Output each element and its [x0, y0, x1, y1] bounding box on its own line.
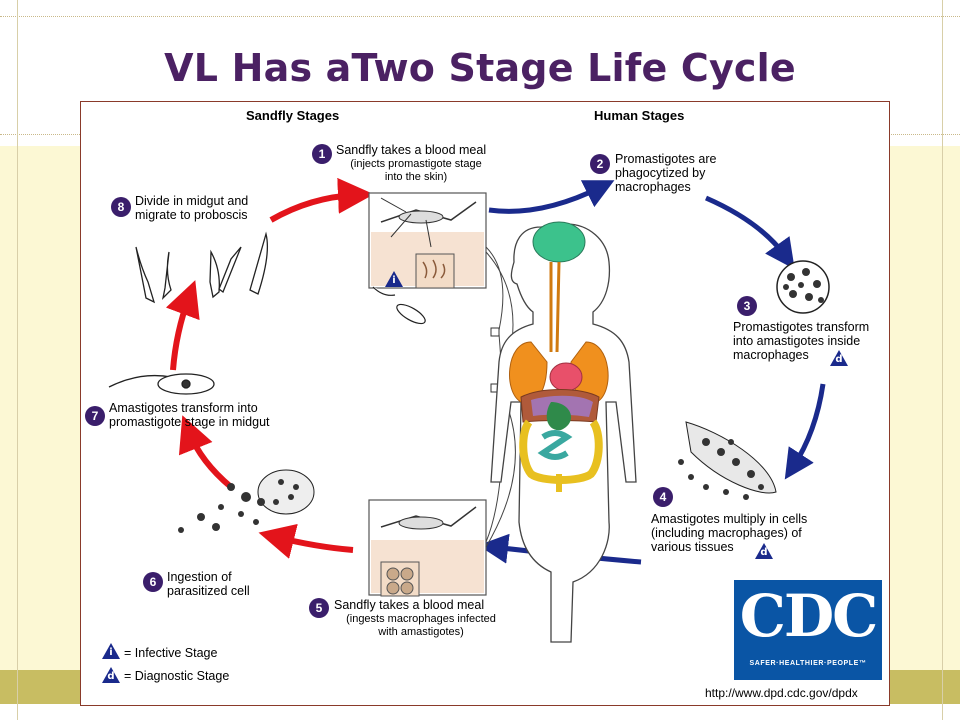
arrow-6-to-7: [178, 415, 233, 490]
source-url: http://www.dpd.cdc.gov/dpdx: [705, 686, 858, 700]
step-2-line-1: Promastigotes are: [615, 152, 717, 166]
legend-diagnostic-letter: d: [107, 671, 115, 682]
step-5-detail-1: (ingests macrophages infected: [346, 613, 496, 625]
step-1-detail-2: into the skin): [384, 171, 448, 183]
step-4-line-3: various tissues: [651, 540, 734, 554]
legend-infective-label: = Infective Stage: [124, 646, 218, 660]
step-4-line-1: Amastigotes multiply in cells: [651, 512, 808, 526]
sandfly-feeding-panel-bottom: [368, 499, 487, 597]
step-7-line-1: Amastigotes transform into: [109, 401, 258, 415]
human-stages-heading: Human Stages: [594, 108, 685, 123]
step-2-line-3: macrophages: [615, 180, 691, 194]
arrow-7-to-8: [165, 280, 200, 371]
legend-infective-icon: i: [101, 642, 121, 660]
step-1-infective-letter: i: [392, 275, 396, 286]
step-1-infective-marker: i: [384, 270, 404, 288]
slide-title: VL Has aTwo Stage Life Cycle: [164, 46, 796, 90]
sandfly-feeding-panel-top: [368, 192, 487, 289]
cdc-logo-text: CDC: [739, 582, 879, 650]
infected-tissue-illustration: [678, 421, 777, 500]
step-1-detail-1: (injects promastigote stage: [350, 158, 482, 170]
sandfly-stages-heading: Sandfly Stages: [246, 108, 340, 123]
step-1-title: Sandfly takes a blood meal: [336, 143, 487, 157]
step-6-line-2: parasitized cell: [167, 584, 250, 598]
macrophage-illustration: [776, 260, 830, 314]
frame-line-top: [0, 16, 960, 17]
arrow-8-to-1: [269, 177, 374, 223]
life-cycle-artwork: [108, 177, 830, 643]
legend-diagnostic-icon: d: [101, 666, 121, 684]
step-8-badge: 8: [111, 197, 131, 217]
arrow-3-to-4: [784, 383, 826, 480]
step-1-badge: 1: [312, 144, 332, 164]
amastigote-transforming-illustration: [108, 373, 215, 395]
step-2-badge: 2: [590, 154, 610, 174]
step-4-diagnostic-marker: d: [754, 542, 774, 560]
step-8-line-2: migrate to proboscis: [135, 208, 248, 222]
parasitized-cells-illustration: [178, 469, 315, 533]
promastigotes-midgut-illustration: [135, 231, 269, 304]
frame-line-right: [942, 0, 943, 720]
step-3-line-1: Promastigotes transform: [733, 320, 870, 334]
legend-diagnostic-label: = Diagnostic Stage: [124, 669, 230, 683]
step-6-line-1: Ingestion of: [167, 570, 232, 584]
step-4-diagnostic-letter: d: [760, 547, 768, 558]
step-2-line-2: phagocytized by: [615, 166, 706, 180]
step-8-line-1: Divide in midgut and: [135, 194, 249, 208]
step-7-line-2: promastigote stage in midgut: [109, 415, 270, 429]
frame-line-left: [17, 0, 18, 720]
step-5-badge: 5: [309, 598, 329, 618]
life-cycle-diagram: Sandfly Stages Human Stages 1 Sandfly ta…: [80, 101, 890, 706]
step-4-line-2: (including macrophages) of: [651, 526, 802, 540]
step-5-detail-2: with amastigotes): [378, 626, 464, 638]
step-3-line-2: into amastigotes inside: [733, 334, 861, 348]
step-5-title: Sandfly takes a blood meal: [334, 598, 485, 612]
step-7-badge: 7: [85, 406, 105, 426]
arrow-5-to-6: [258, 523, 354, 559]
step-3-diagnostic-marker: d: [829, 349, 849, 367]
promastigote-illustration: [372, 286, 426, 325]
arrow-2-to-3: [704, 195, 795, 270]
step-6-badge: 6: [143, 572, 163, 592]
step-4-badge: 4: [653, 487, 673, 507]
cdc-logo-tagline: SAFER·HEALTHIER·PEOPLE™: [749, 660, 867, 667]
step-3-diagnostic-letter: d: [835, 354, 843, 365]
human-body-illustration: [490, 221, 637, 643]
arrow-1-to-2: [488, 180, 615, 214]
step-3-badge: 3: [737, 296, 757, 316]
step-3-line-3: macrophages: [733, 348, 809, 362]
legend-infective-letter: i: [109, 647, 113, 658]
cdc-logo: CDC SAFER·HEALTHIER·PEOPLE™: [734, 580, 882, 680]
